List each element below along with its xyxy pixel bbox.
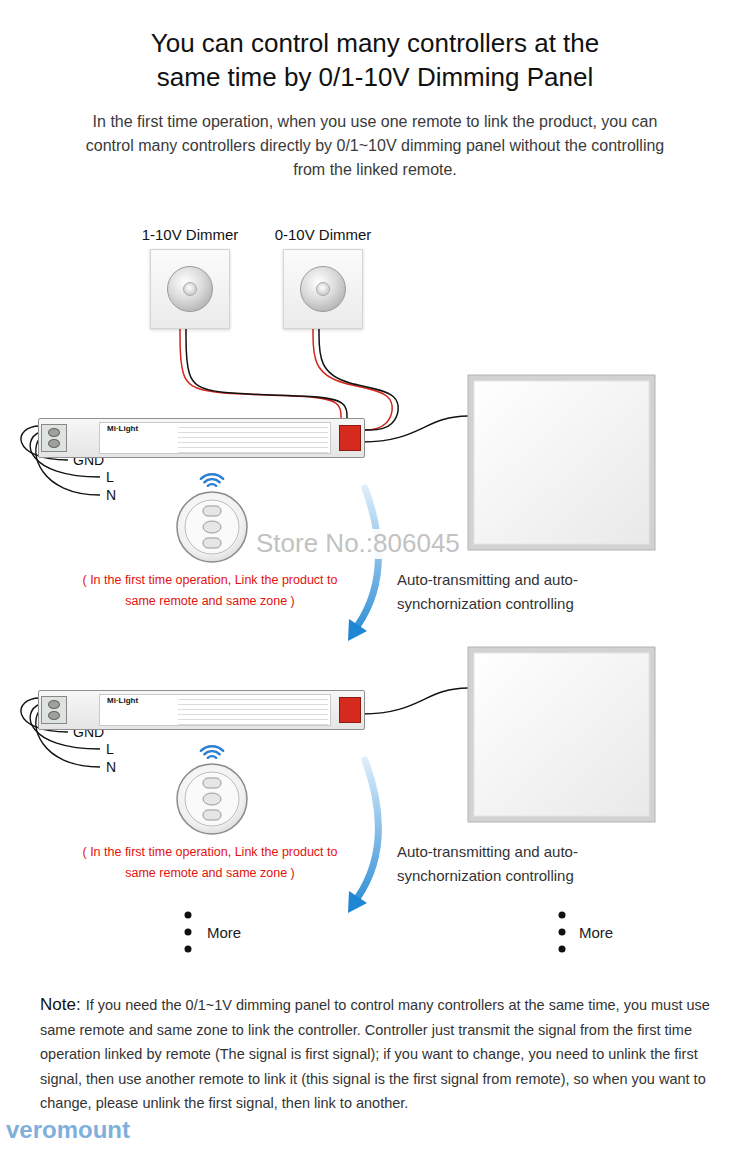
instruction-note-holder: ( In the first time operation, Link the …	[72, 570, 348, 612]
screw	[48, 439, 60, 448]
title-block: You can control many controllers at the …	[75, 26, 675, 94]
page-title: You can control many controllers at the …	[75, 26, 675, 94]
annotation-holder: Auto-transmitting and auto-synchornizati…	[397, 840, 637, 888]
wire-label-holder: L	[106, 741, 114, 757]
subtitle: In the first time operation, when you us…	[85, 110, 665, 182]
knob-cap	[183, 282, 197, 296]
dim-terminal	[339, 425, 361, 451]
terminal-block	[41, 424, 67, 452]
flow-arrow	[348, 488, 378, 641]
remote	[177, 492, 247, 562]
dimmer-label: 0-10V Dimmer	[263, 226, 383, 243]
led-panel-frame	[468, 375, 655, 550]
dim-terminal	[339, 697, 361, 723]
screw	[48, 711, 60, 720]
dimming-wire	[319, 329, 398, 430]
instruction-note: ( In the first time operation, Link the …	[72, 570, 348, 612]
wire-label: L	[106, 469, 114, 485]
wire-label: N	[106, 487, 116, 503]
dimmer-panel: 1-10V Dimmer	[130, 226, 250, 329]
continuation-dots	[185, 912, 566, 953]
wire-label: L	[106, 741, 114, 757]
dimmer-plate	[283, 249, 363, 329]
watermark: Store No.:806045	[252, 529, 464, 559]
more-label: More	[207, 924, 241, 941]
terminal-block	[41, 696, 67, 724]
screw	[48, 428, 60, 437]
led-controller: Mi·Light	[38, 418, 365, 458]
watermark-logo-holder: veromount	[6, 1116, 130, 1144]
dimmer-knob	[167, 266, 213, 312]
screw	[48, 700, 60, 709]
annotation: Auto-transmitting and auto-synchornizati…	[397, 840, 637, 888]
red-wire	[313, 329, 392, 430]
brand-label: Mi·Light	[105, 424, 140, 433]
annotation: Auto-transmitting and auto-synchornizati…	[397, 568, 637, 616]
dimmer-knob	[300, 266, 346, 312]
brand-label: Mi·Light	[105, 696, 140, 705]
dimmer-panel: 0-10V Dimmer	[263, 226, 383, 329]
red-wire	[180, 329, 341, 418]
instruction-note: ( In the first time operation, Link the …	[72, 842, 348, 884]
annotation-holder: Auto-transmitting and auto-synchornizati…	[397, 568, 637, 616]
wire-label-holder: N	[106, 759, 116, 775]
more-label-holder: More	[579, 924, 613, 941]
dimming-wire	[186, 329, 347, 418]
more-label: More	[579, 924, 613, 941]
knob-cap	[316, 282, 330, 296]
led-panel-face	[474, 381, 649, 544]
wireless-signal	[201, 474, 223, 486]
note-heading: Note:	[40, 995, 81, 1014]
section	[21, 375, 655, 641]
more-label-holder: More	[207, 924, 241, 941]
watermark-holder: Store No.:806045	[252, 529, 464, 559]
section-repeat	[21, 647, 655, 913]
wire-label: N	[106, 759, 116, 775]
led-controller: Mi·Light	[38, 690, 365, 730]
note-paragraph: Note:If you need the 0/1~1V dimming pane…	[40, 993, 712, 1116]
wire-label-holder: L	[106, 469, 114, 485]
dimmer-plate	[150, 249, 230, 329]
dimmer-label: 1-10V Dimmer	[130, 226, 250, 243]
wire-label-holder: N	[106, 487, 116, 503]
watermark-logo: veromount	[6, 1116, 130, 1144]
subtitle-holder: In the first time operation, when you us…	[85, 110, 665, 182]
instruction-note-holder: ( In the first time operation, Link the …	[72, 842, 348, 884]
note-body: If you need the 0/1~1V dimming panel to …	[40, 997, 710, 1111]
